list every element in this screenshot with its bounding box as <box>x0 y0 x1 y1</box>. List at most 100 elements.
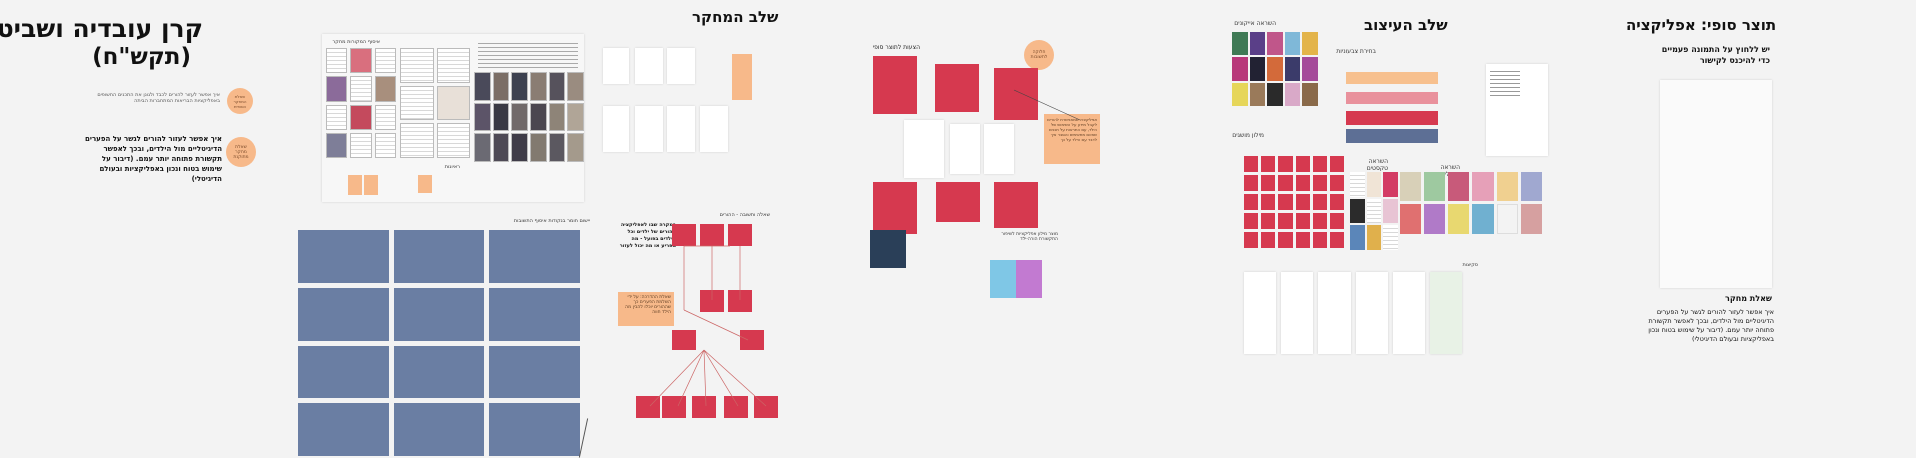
type-inspiration-tile <box>1383 198 1398 224</box>
dictionary-label: מילון מושגים <box>1232 132 1264 139</box>
icon-inspiration-tile <box>1302 82 1318 106</box>
icon-inspiration-tile <box>1284 57 1301 81</box>
icon-inspiration-tile <box>1249 57 1266 81</box>
collage-thumb <box>326 104 348 130</box>
dictionary-card[interactable] <box>1278 213 1293 229</box>
flow-note <box>728 290 752 312</box>
board-title-line2: (תקש"ח) <box>92 44 191 70</box>
analysis-sticky <box>393 287 485 341</box>
interview-photo <box>492 133 510 162</box>
suggestion-note <box>936 182 980 222</box>
final-question-text: איך אפשר לעזור להורים לגשר על הפערים הדי… <box>1648 308 1774 343</box>
icon-inspiration-tile <box>1267 32 1283 56</box>
dictionary-card[interactable] <box>1312 213 1327 229</box>
dictionary-card[interactable] <box>1295 156 1310 172</box>
collage-note <box>418 175 432 193</box>
dictionary-card[interactable] <box>1329 194 1344 210</box>
type-inspiration-tile <box>1350 172 1365 197</box>
visual-inspiration-grid <box>1400 172 1542 234</box>
dictionary-card[interactable] <box>1261 156 1276 172</box>
dictionary-card[interactable] <box>1278 232 1293 248</box>
flow-note <box>728 224 752 246</box>
collage-thumb <box>374 76 396 102</box>
app-screen-thumb[interactable] <box>1429 272 1462 354</box>
intro-text-revised: איך אפשר לעזור להורים לגשר על הפערים הדי… <box>85 135 222 183</box>
app-screen-thumb[interactable] <box>1281 272 1314 354</box>
dictionary-card[interactable] <box>1261 194 1276 210</box>
final-question-title: שאלת מחקר <box>1725 294 1772 303</box>
dictionary-card[interactable] <box>1312 175 1327 191</box>
dictionary-card[interactable] <box>1329 175 1344 191</box>
research-card[interactable] <box>603 48 629 84</box>
suggestion-connector <box>1013 89 1081 121</box>
dictionary-card[interactable] <box>1244 156 1259 172</box>
app-prototype-link[interactable] <box>1660 80 1772 288</box>
type-inspiration-tile <box>1350 225 1365 250</box>
collage-note <box>348 175 362 195</box>
research-card[interactable] <box>667 48 695 84</box>
dictionary-card[interactable] <box>1295 194 1310 210</box>
research-card[interactable] <box>667 106 695 152</box>
app-screen-thumb[interactable] <box>1392 272 1425 354</box>
flow-note <box>692 396 716 418</box>
icon-inspiration-tile <box>1249 32 1266 56</box>
collage-thumb <box>350 76 372 102</box>
app-screen-thumb[interactable] <box>1355 272 1388 354</box>
dictionary-card[interactable] <box>1244 213 1259 229</box>
research-title: שלב המחקר <box>692 8 779 26</box>
app-screen-thumb[interactable] <box>1318 272 1351 354</box>
blue-grid-heading: יישום חומר בנקודות איסוף התשובות <box>513 218 590 224</box>
research-card[interactable] <box>603 106 629 152</box>
dictionary-card[interactable] <box>1312 232 1327 248</box>
suggestion-note <box>873 56 917 114</box>
dictionary-card[interactable] <box>1278 156 1293 172</box>
icon-inspiration-tile <box>1302 57 1318 81</box>
dictionary-card[interactable] <box>1295 175 1310 191</box>
suggestion-note <box>935 64 979 112</box>
type-inspiration-tile <box>1383 225 1398 250</box>
collage-thumb <box>350 104 372 130</box>
dictionary-card[interactable] <box>1244 175 1259 191</box>
sketch-card[interactable] <box>904 120 944 178</box>
flow-note <box>672 224 696 246</box>
dictionary-card[interactable] <box>1295 213 1310 229</box>
dictionary-card[interactable] <box>1329 232 1344 248</box>
collage-thumb <box>326 48 348 74</box>
dictionary-card[interactable] <box>1329 156 1344 172</box>
research-card[interactable] <box>635 48 663 84</box>
collage-thumb <box>350 48 372 74</box>
app-screen-thumb[interactable] <box>1244 272 1277 354</box>
illustration-thumb <box>990 260 1042 298</box>
dictionary-card[interactable] <box>1261 232 1276 248</box>
dictionary-card[interactable] <box>1278 175 1293 191</box>
interview-photo <box>548 72 566 101</box>
research-question: במקרה שבו לאפליקציה ההורים של ילדים וכל … <box>619 222 676 249</box>
flow-connectors <box>649 245 767 407</box>
visual-inspiration-tile <box>1424 172 1446 201</box>
research-card[interactable] <box>700 106 728 152</box>
dictionary-card[interactable] <box>1244 194 1259 210</box>
dictionary-card[interactable] <box>1278 194 1293 210</box>
dictionary-card[interactable] <box>1329 213 1344 229</box>
dictionary-card[interactable] <box>1312 194 1327 210</box>
research-card[interactable] <box>635 106 663 152</box>
interview-photo <box>492 72 510 101</box>
analysis-sticky <box>393 230 485 283</box>
analysis-sticky-grid <box>298 230 580 456</box>
intro-text-final: איך אפשר לעזור להורים לכבד ולגונן את התכ… <box>97 92 220 104</box>
dictionary-card[interactable] <box>1295 232 1310 248</box>
board-title-line1: קרן עובדיה ושביט לביא <box>0 14 203 43</box>
dictionary-card[interactable] <box>1244 232 1259 248</box>
divider-line <box>578 418 589 458</box>
collage-thumb <box>400 123 434 158</box>
sketch-card[interactable] <box>984 124 1014 174</box>
inspiration-type-label: השראה טקסטים <box>1366 158 1388 172</box>
sketch-card[interactable] <box>950 124 980 174</box>
dictionary-card[interactable] <box>1261 213 1276 229</box>
dictionary-card[interactable] <box>1312 156 1327 172</box>
suggestion-note <box>994 68 1038 120</box>
icon-inspiration-tile <box>1232 32 1248 56</box>
dictionary-card[interactable] <box>1261 175 1276 191</box>
suggestions-label-below: מוצר מילון אפליקציות לשיפור התקשורת הורה… <box>1001 232 1058 242</box>
inspiration-icons-label: השראה אייקונים <box>1234 20 1276 27</box>
